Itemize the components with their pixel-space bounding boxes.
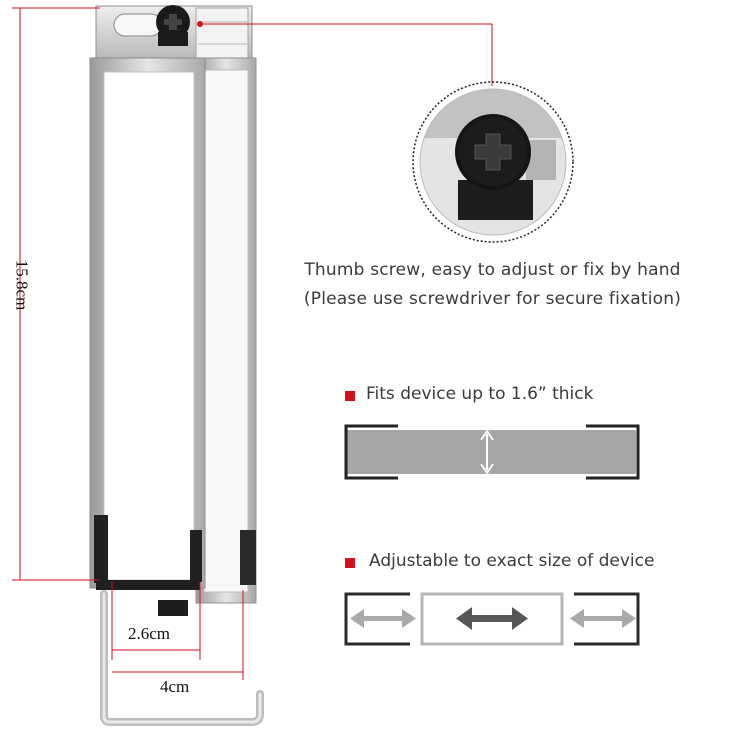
callout-line-1: Thumb screw, easy to adjust or fix by ha…: [304, 260, 681, 280]
bracket-inner-arm: [89, 57, 206, 590]
dimension-lines: [12, 7, 493, 680]
outer-width-dimension-label: 4cm: [160, 677, 190, 696]
adjustable-diagram: [344, 592, 640, 646]
thumb-screw-icon: [156, 5, 190, 46]
feature-bullet-1: [345, 391, 355, 401]
feature-label-adjustable: Adjustable to exact size of device: [369, 551, 655, 571]
callout-line-2: (Please use screwdriver for secure fixat…: [303, 289, 682, 309]
bottom-screw-icon: [158, 600, 188, 616]
height-dimension-label: 15.8cm: [12, 259, 32, 311]
bracket-outer-arm: [195, 57, 257, 604]
thickness-diagram: [344, 424, 640, 480]
feature-label-thickness: Fits device up to 1.6” thick: [366, 384, 594, 404]
inner-width-dimension-label: 2.6cm: [128, 624, 171, 643]
feature-bullet-2: [345, 558, 355, 568]
screw-zoom-callout: [412, 81, 574, 243]
